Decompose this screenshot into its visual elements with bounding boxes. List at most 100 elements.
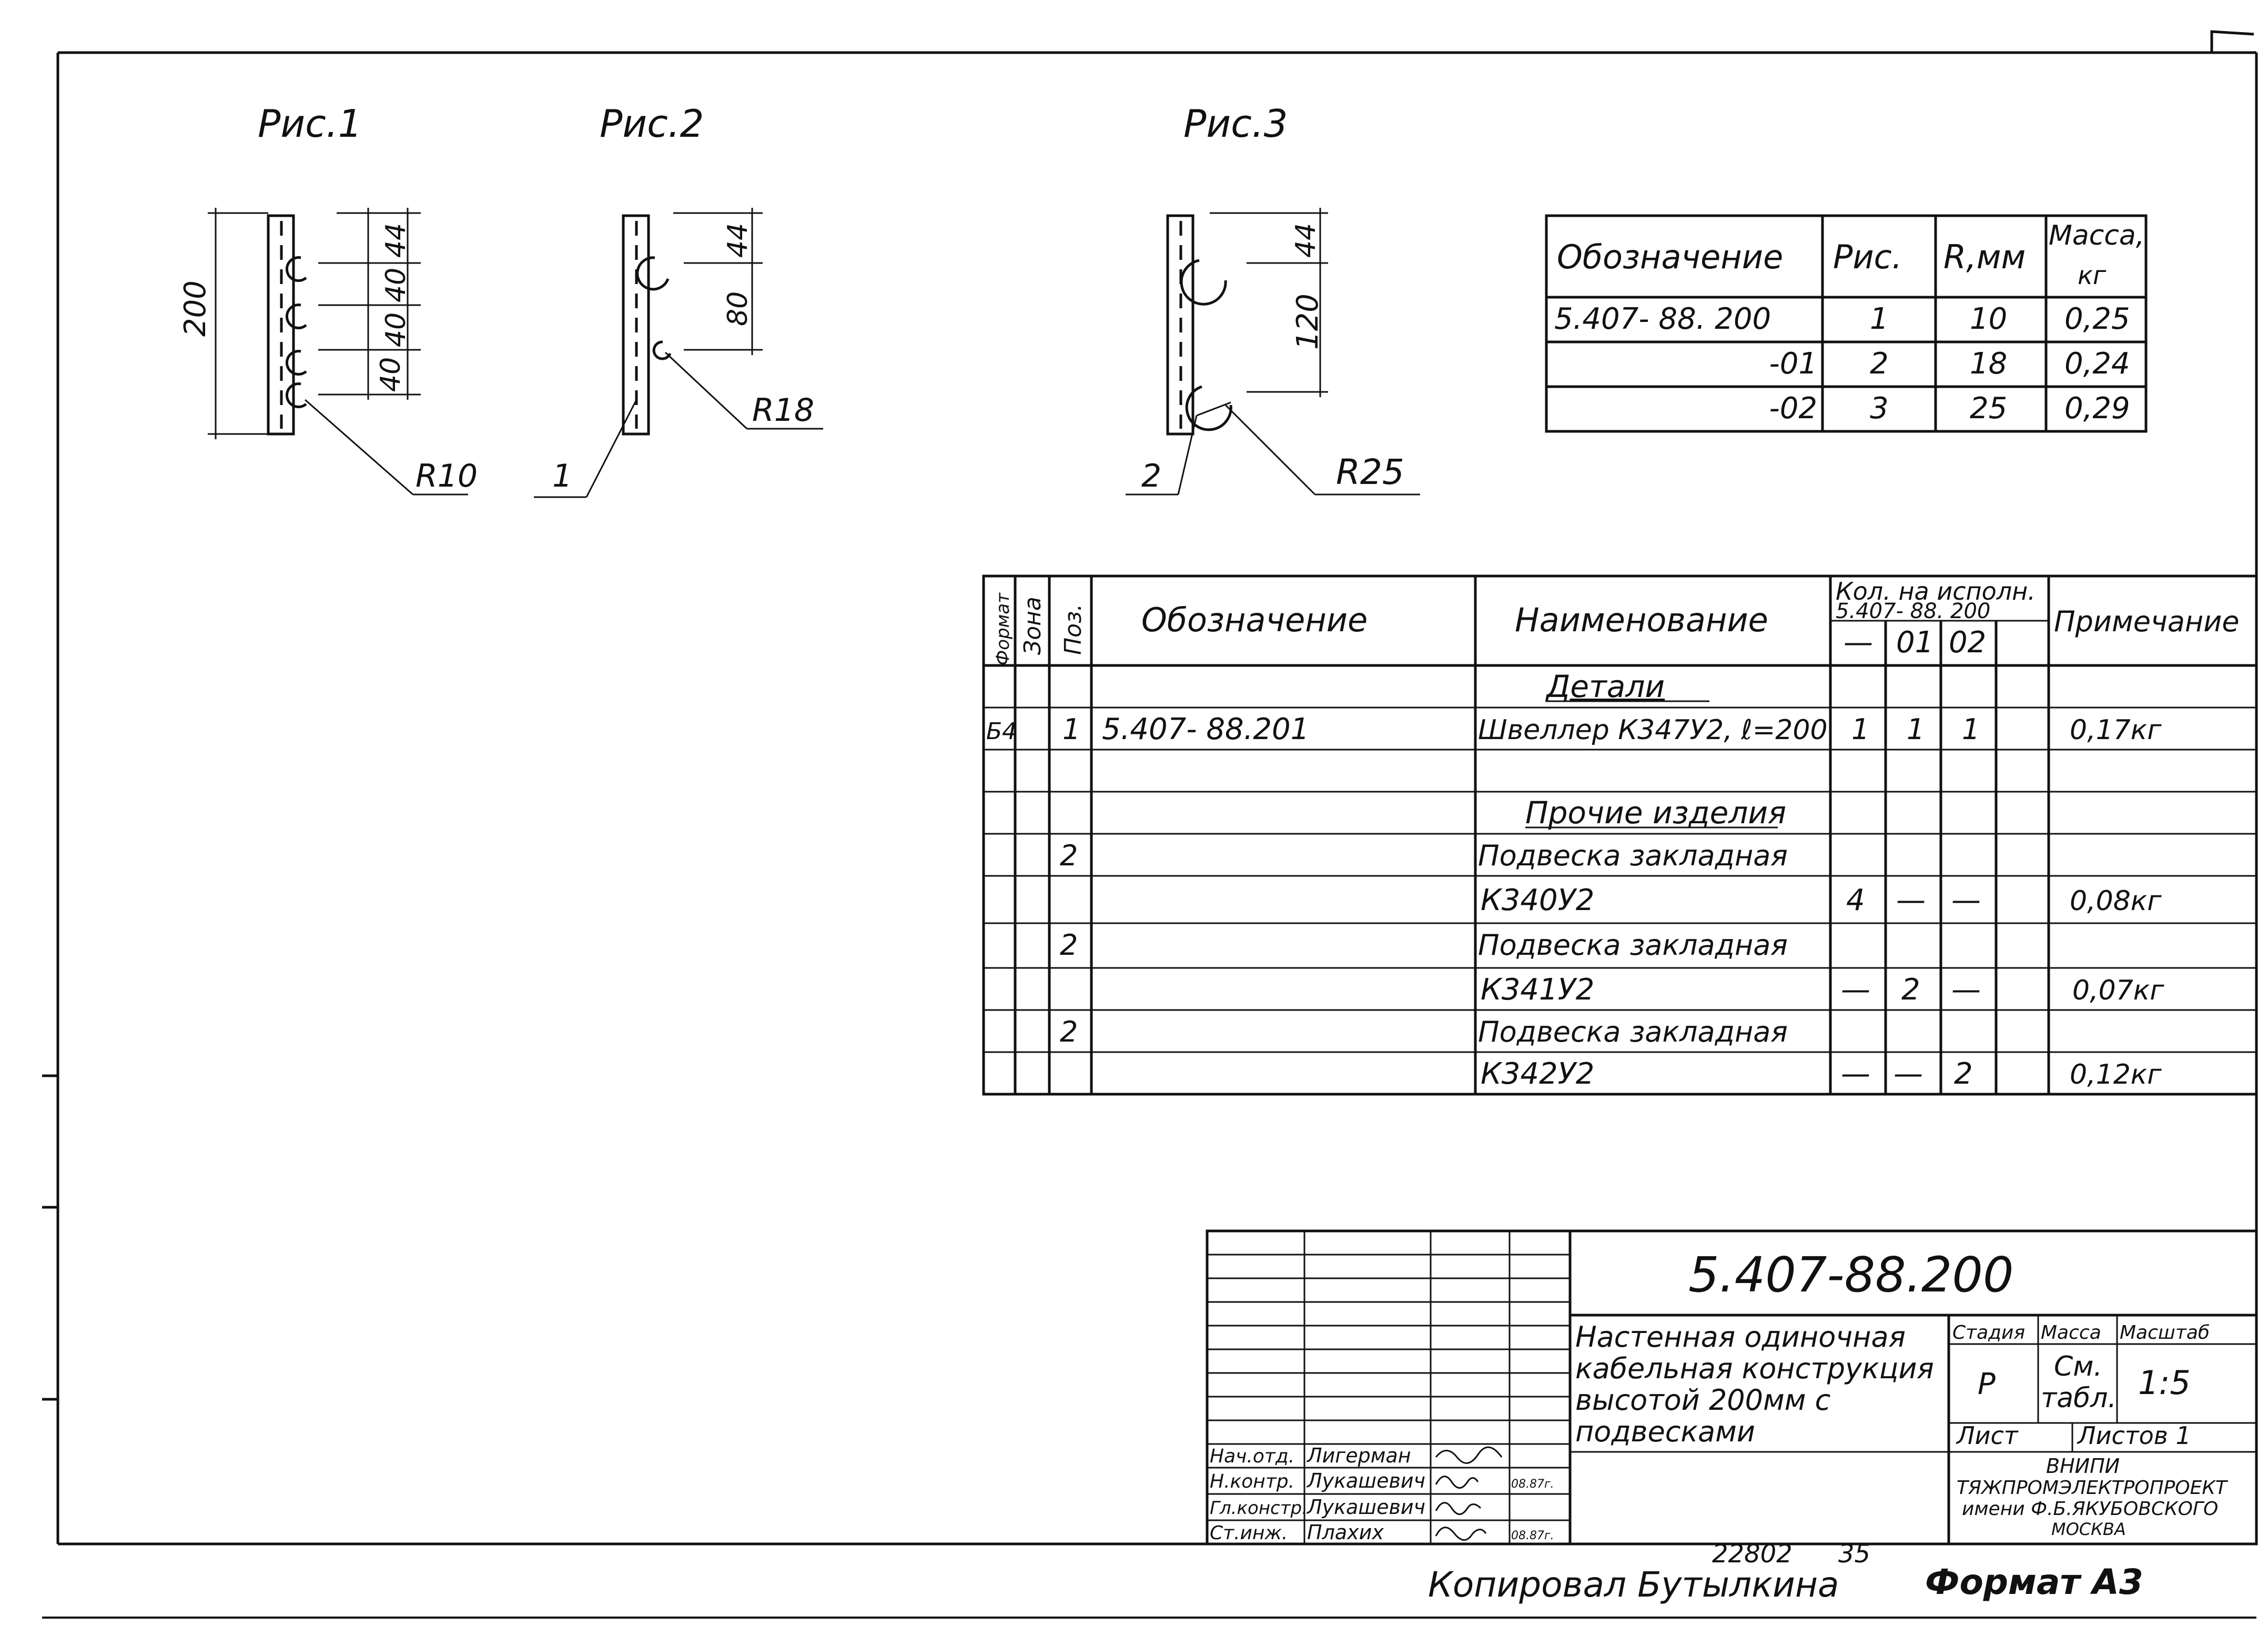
fig1-dim-1: 44: [380, 223, 412, 258]
footer-page: 35: [1838, 1539, 1870, 1569]
spec-r0-name: Швеллер К347У2, ℓ=200: [1478, 714, 1828, 746]
signer-1-name: Лигерман: [1306, 1444, 1411, 1467]
spec-header-qty-doc: 5.407- 88. 200: [1836, 599, 1990, 623]
variants-table: Обозначение Рис. R,мм Масса, кг 5.407- 8…: [1545, 214, 2148, 433]
figure-3: Рис.3 44 120 R25 2: [1126, 102, 1420, 496]
spec-r0-pos: 1: [1062, 713, 1080, 746]
title-line-2: кабельная конструкция: [1575, 1352, 1934, 1385]
figure-1: Рис.1 200 44 40 40 40: [178, 102, 478, 496]
signer-3-role: Гл.констр.: [1210, 1498, 1308, 1519]
spec-r4-name: К341У2: [1481, 973, 1594, 1007]
spec-section-details: Детали: [1545, 669, 1665, 704]
signer-2-date: 08.87г.: [1511, 1478, 1554, 1491]
vt-row2-fig: 2: [1870, 347, 1889, 381]
fig2-dim-2: 80: [722, 291, 754, 326]
fig3-caption: Рис.3: [1183, 102, 1288, 146]
title-mass-2: табл.: [2041, 1382, 2117, 1414]
spec-r2-q1: 4: [1846, 883, 1865, 917]
title-stage: Р: [1978, 1367, 1996, 1401]
vt-row2-mass: 0,24: [2064, 347, 2130, 381]
signer-2-name: Лукашевич: [1306, 1469, 1425, 1492]
spec-r6-q3: 2: [1954, 1057, 1973, 1091]
spec-r0-q3: 1: [1962, 713, 1980, 746]
spec-header-qty-col-1: 01: [1896, 625, 1933, 660]
spec-header-pos: Поз.: [1060, 604, 1087, 655]
vt-row3-mass: 0,29: [2064, 391, 2130, 426]
spec-r1-pos: 2: [1060, 839, 1078, 872]
spec-header-zone: Зона: [1019, 597, 1046, 655]
signer-4-name: Плахих: [1307, 1521, 1384, 1544]
fig3-dim-1: 44: [1290, 223, 1322, 258]
fig2-radius: R18: [752, 392, 814, 429]
fig3-leader: 2: [1141, 458, 1161, 494]
title-line-1: Настенная одиночная: [1575, 1320, 1906, 1354]
spec-r6-note: 0,12кг: [2070, 1059, 2162, 1090]
fig2-leader: 1: [552, 458, 572, 494]
spec-header-note: Примечание: [2054, 605, 2240, 638]
footer: 22802 35 Копировал Бутылкина Формат А3: [1428, 1539, 2143, 1605]
title-sheet-label: Лист: [1956, 1421, 2019, 1450]
spec-header-name: Наименование: [1515, 601, 1768, 639]
fig1-dim-3: 40: [380, 312, 412, 347]
spec-r3-name: Подвеска закладная: [1478, 928, 1788, 962]
title-org-3: имени Ф.Б.ЯКУБОВСКОГО: [1962, 1498, 2218, 1520]
vt-row3-fig: 3: [1870, 391, 1889, 426]
spec-r0-q2: 1: [1907, 713, 1925, 746]
spec-r4-q3: —: [1951, 973, 1981, 1007]
footer-copied-by: Копировал Бутылкина: [1428, 1564, 1839, 1605]
title-scale: 1:5: [2138, 1364, 2191, 1402]
title-org-1: ВНИПИ: [2046, 1455, 2120, 1478]
title-scale-label: Масштаб: [2120, 1322, 2210, 1344]
fig1-dim-height: 200: [178, 280, 212, 337]
title-line-4: подвесками: [1575, 1415, 1755, 1448]
spec-r6-q1: —: [1841, 1057, 1870, 1091]
spec-r4-q1: —: [1841, 973, 1870, 1007]
vt-header-fig: Рис.: [1833, 238, 1902, 276]
title-line-3: высотой 200мм с: [1575, 1384, 1830, 1417]
title-org-2: ТЯЖПРОМЭЛЕКТРОПРОЕКТ: [1957, 1477, 2229, 1499]
vt-row3-r: 25: [1970, 391, 2007, 426]
vt-row2-r: 18: [1970, 347, 2007, 381]
fig1-caption: Рис.1: [258, 102, 362, 146]
title-block: 5.407-88.200 Настенная одиночная кабельн…: [1206, 1229, 2258, 1546]
signer-2-role: Н.контр.: [1210, 1471, 1294, 1492]
spec-r2-note: 0,08кг: [2070, 885, 2162, 917]
spec-r6-q2: —: [1894, 1057, 1923, 1091]
spec-header-qty-title: Кол. на исполн.: [1836, 577, 2036, 605]
title-mass-1: См.: [2054, 1351, 2102, 1382]
vt-header-mass-unit: кг: [2078, 261, 2107, 290]
signer-1-role: Нач.отд.: [1210, 1446, 1294, 1467]
fig1-radius: R10: [416, 458, 478, 494]
spec-section-other: Прочие изделия: [1525, 795, 1786, 831]
fig1-dim-2: 40: [380, 268, 412, 302]
spec-r5-pos: 2: [1060, 1015, 1078, 1048]
signatures: [1435, 1446, 1503, 1541]
figure-2: Рис.2 44 80 R18 1: [534, 102, 823, 498]
title-doc-number: 5.407-88.200: [1688, 1247, 2013, 1303]
spec-header-qty-col-0: —: [1844, 625, 1873, 660]
spec-r2-q2: —: [1896, 883, 1926, 917]
vt-row1-fig: 1: [1870, 302, 1889, 336]
spec-r4-q2: 2: [1901, 973, 1920, 1007]
spec-r1-name: Подвеска закладная: [1478, 839, 1788, 872]
title-org-4: МОСКВА: [2051, 1519, 2126, 1539]
spec-header-designation: Обозначение: [1141, 601, 1368, 639]
spec-header-format: Формат: [993, 592, 1014, 665]
spec-r0-q1: 1: [1851, 713, 1869, 746]
spec-r5-name: Подвеска закладная: [1478, 1015, 1788, 1048]
spec-r6-name: К342У2: [1481, 1057, 1594, 1091]
vt-header-designation: Обозначение: [1557, 238, 1783, 276]
spec-r0-format: Б4: [986, 718, 1017, 745]
spec-r0-designation: 5.407- 88.201: [1102, 712, 1309, 746]
signer-4-date: 08.87г.: [1511, 1529, 1554, 1542]
signer-4-role: Ст.инж.: [1210, 1522, 1288, 1544]
vt-header-mass: Масса,: [2049, 220, 2144, 251]
signer-3-name: Лукашевич: [1306, 1496, 1425, 1519]
vt-header-r: R,мм: [1943, 238, 2026, 276]
footer-inventory: 22802: [1712, 1539, 1793, 1569]
vt-row3-designation: -02: [1769, 391, 1817, 426]
fig3-dim-2: 120: [1291, 294, 1325, 350]
vt-row1-r: 10: [1970, 302, 2007, 336]
spec-r0-note: 0,17кг: [2070, 714, 2162, 746]
